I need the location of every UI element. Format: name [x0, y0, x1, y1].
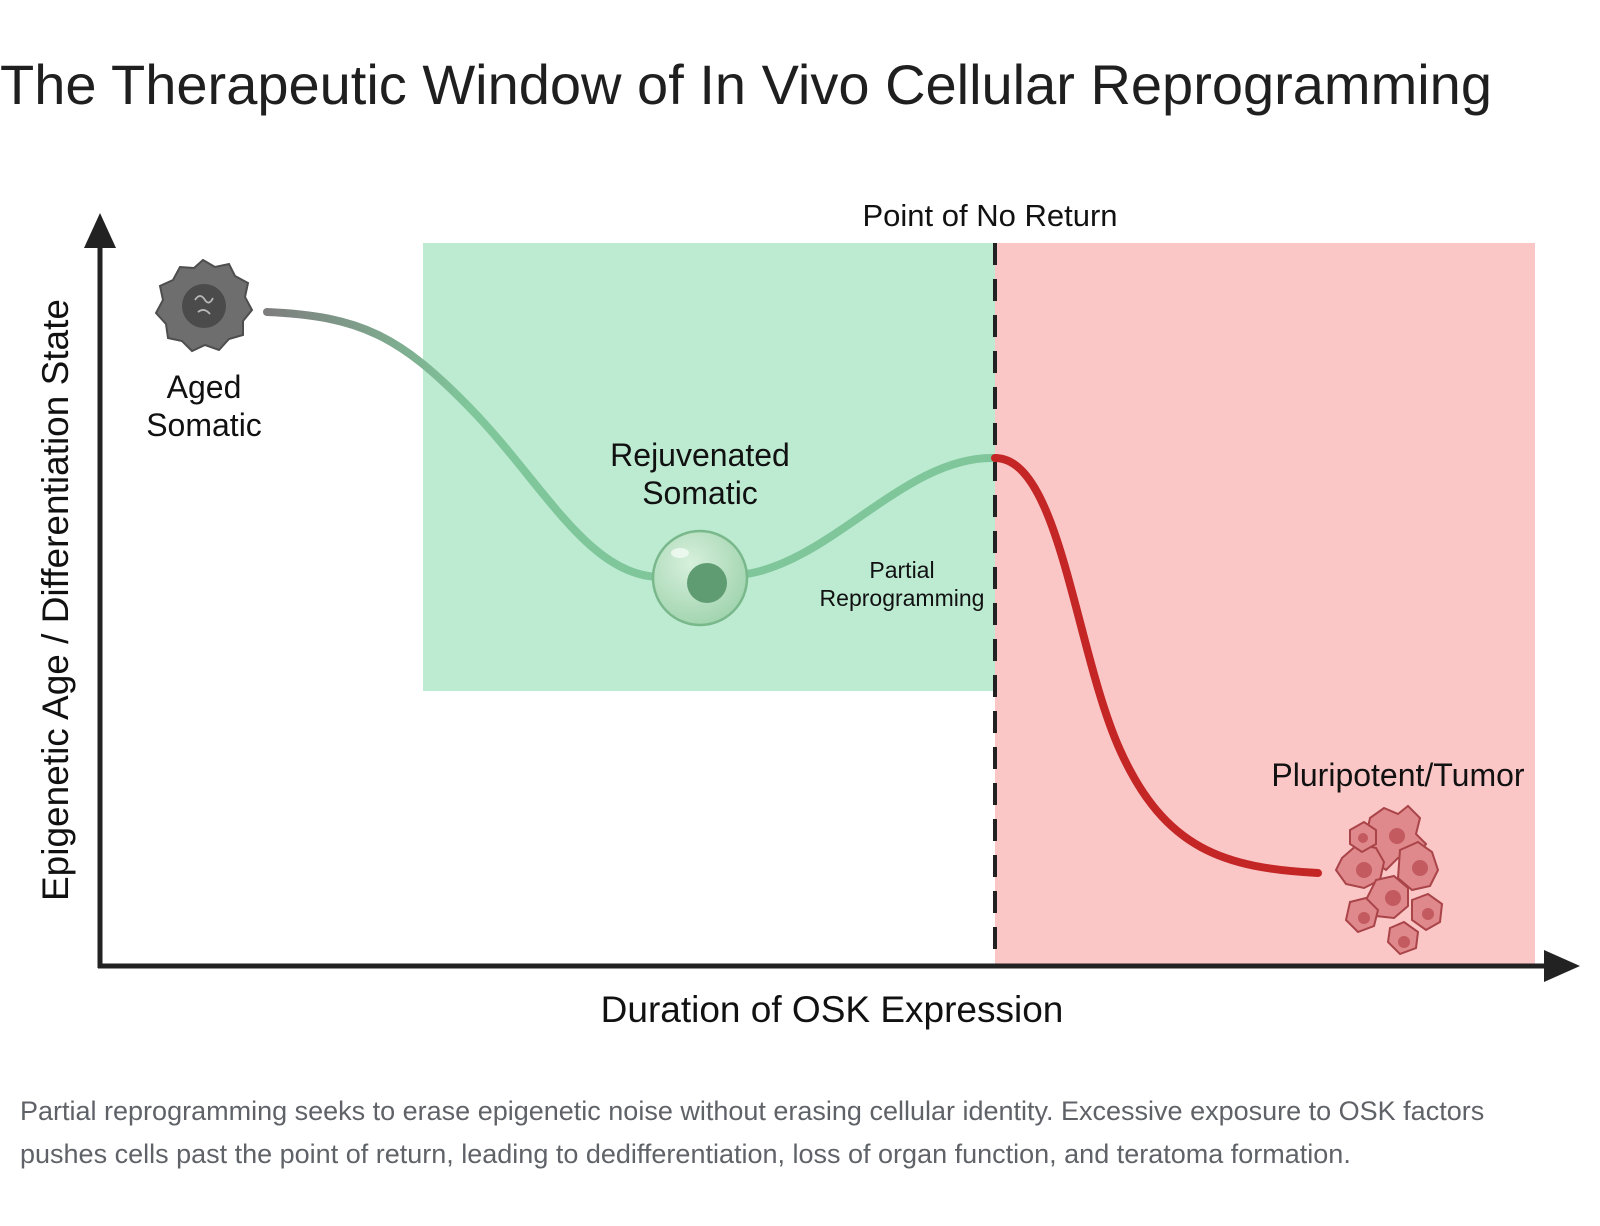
- reprogramming-diagram: Point of No Return Aged Somatic Rejuvena…: [35, 198, 1580, 1030]
- dedifferentiation-curve: [991, 454, 1322, 877]
- page-title: The Therapeutic Window of In Vivo Cellul…: [0, 53, 1492, 116]
- point-of-no-return-label: Point of No Return: [862, 198, 1117, 233]
- tumor-nuclei: [1356, 828, 1434, 948]
- partial-reprogramming-label-line2: Reprogramming: [820, 585, 985, 611]
- x-axis-label: Duration of OSK Expression: [601, 989, 1064, 1030]
- aged-to-window-curve: [263, 308, 474, 412]
- healthy-cell-icon: [651, 529, 749, 627]
- therapeutic-window-curve: [466, 404, 999, 582]
- y-axis-label: Epigenetic Age / Differentiation State: [35, 299, 76, 901]
- rejuvenated-somatic-label-line1: Rejuvenated: [610, 437, 790, 473]
- aged-somatic-label-line1: Aged: [167, 369, 242, 405]
- figure-caption: Partial reprogramming seeks to erase epi…: [20, 1096, 1485, 1169]
- danger-zone: [995, 243, 1535, 965]
- rejuvenated-somatic-label-line2: Somatic: [642, 475, 758, 511]
- pluripotent-tumor-label: Pluripotent/Tumor: [1271, 757, 1524, 793]
- partial-reprogramming-label-line1: Partial: [869, 557, 934, 583]
- aged-somatic-label-line2: Somatic: [146, 407, 262, 443]
- y-axis-arrow-icon: [84, 213, 116, 248]
- aged-cell-icon: [154, 258, 254, 353]
- x-axis-arrow-icon: [1544, 950, 1580, 982]
